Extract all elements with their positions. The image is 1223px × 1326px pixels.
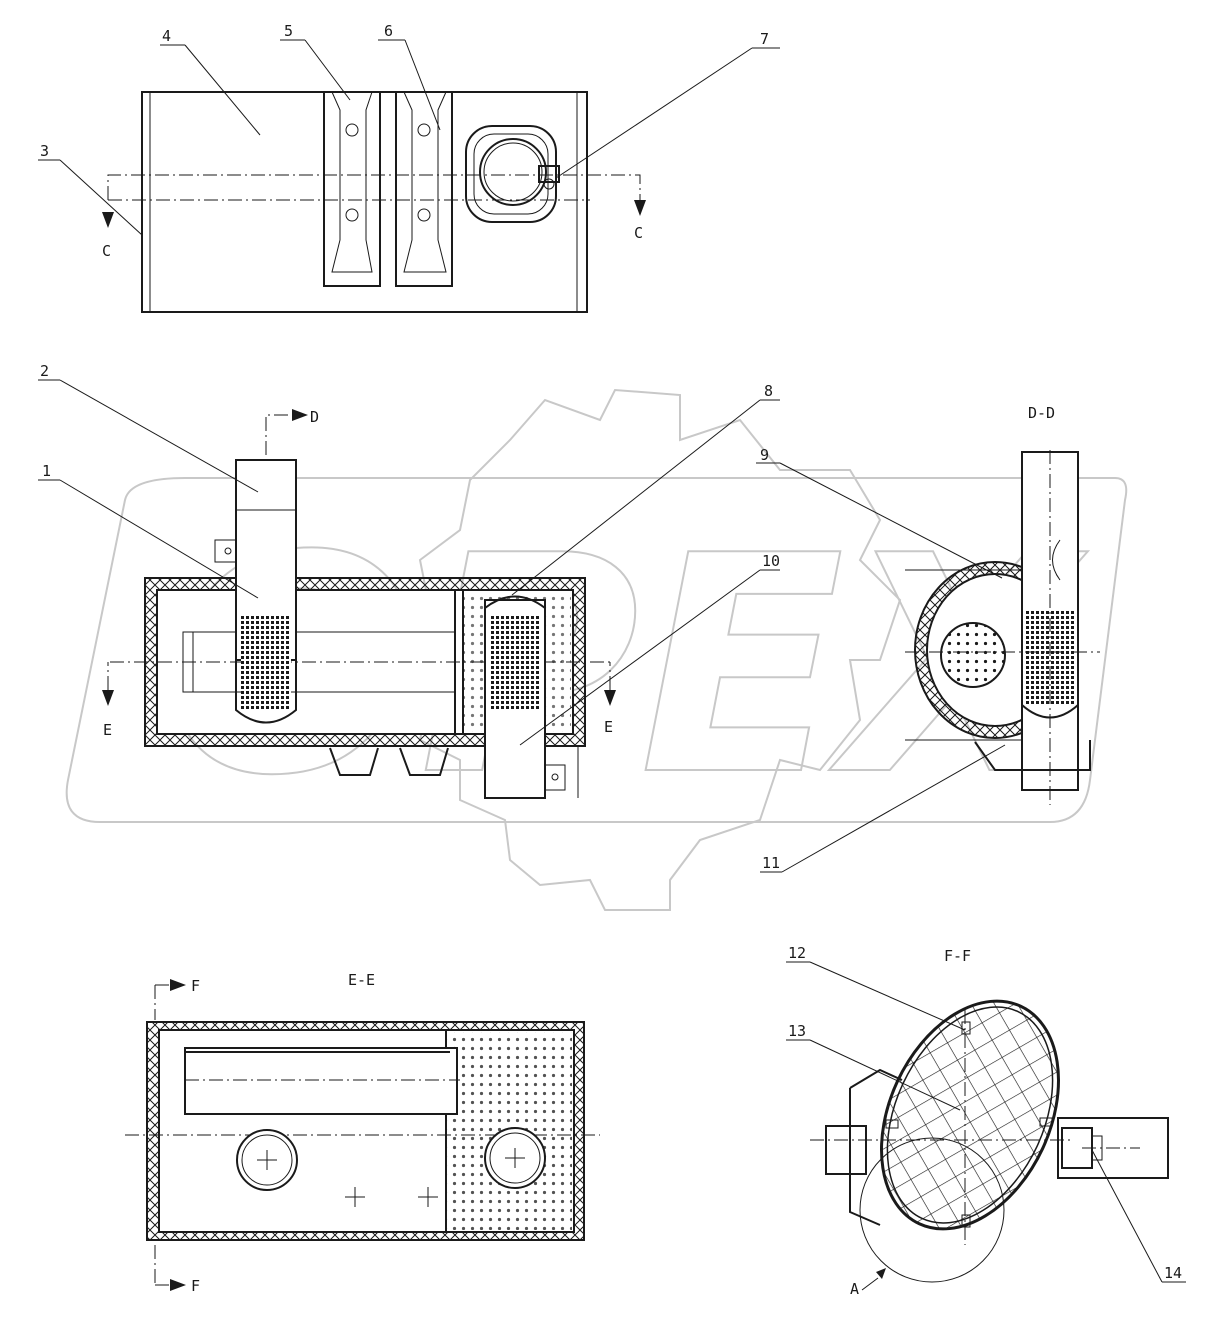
section-e-label-left: E [103,721,112,739]
callout-8: 8 [764,382,773,400]
callout-12: 12 [788,944,806,962]
section-c-label-left: C [102,242,111,260]
section-c-label-right: C [634,224,643,242]
top-body-outline [141,91,588,313]
callout-1: 1 [42,462,51,480]
top-view: C C [102,91,646,313]
callout-11: 11 [762,854,780,872]
view-title-ee: E-E [348,971,375,989]
callout-5: 5 [284,22,293,40]
callout-9: 9 [760,446,769,464]
ee-section-view: E-E F F [125,971,600,1295]
mounting-bracket-right [395,91,453,287]
outlet-pipe-flange [465,125,560,223]
section-c-arrow-left [102,212,114,228]
callout-3: 3 [40,142,49,160]
callout-labels: 1 2 3 4 5 6 7 8 9 10 11 12 13 14 A [40,22,1182,1298]
section-e-arrow-right [604,690,616,706]
leader-lines-bottom [786,961,1186,1291]
callout-10: 10 [762,552,780,570]
view-title-ff: F-F [944,947,971,965]
section-e-arrow-left [102,690,114,706]
callout-4: 4 [162,27,171,45]
leader-lines-top [38,39,780,236]
outlet-pipe [484,595,579,799]
callout-2: 2 [40,362,49,380]
callout-6: 6 [384,22,393,40]
inlet-pipe [214,459,297,724]
dd-section-view: D-D [905,404,1100,805]
side-section-view: D E E [102,408,616,799]
ff-section-view: F-F [810,947,1169,1283]
leader-lines-middle [38,379,1006,873]
section-f-label-bottom: F [191,1277,200,1295]
section-d-arrow [292,409,308,421]
mounting-bracket-left [323,91,381,287]
section-e-label-right: E [604,718,613,736]
view-title-dd: D-D [1028,404,1055,422]
callout-7: 7 [760,30,769,48]
detail-a-label: A [850,1280,859,1298]
section-d-label: D [310,408,319,426]
callout-13: 13 [788,1022,806,1040]
section-f-label-top: F [191,977,200,995]
callout-14: 14 [1164,1264,1182,1282]
section-f-arrow-bottom [170,1279,186,1291]
section-f-arrow-top [170,979,186,991]
section-c-arrow-right [634,200,646,216]
